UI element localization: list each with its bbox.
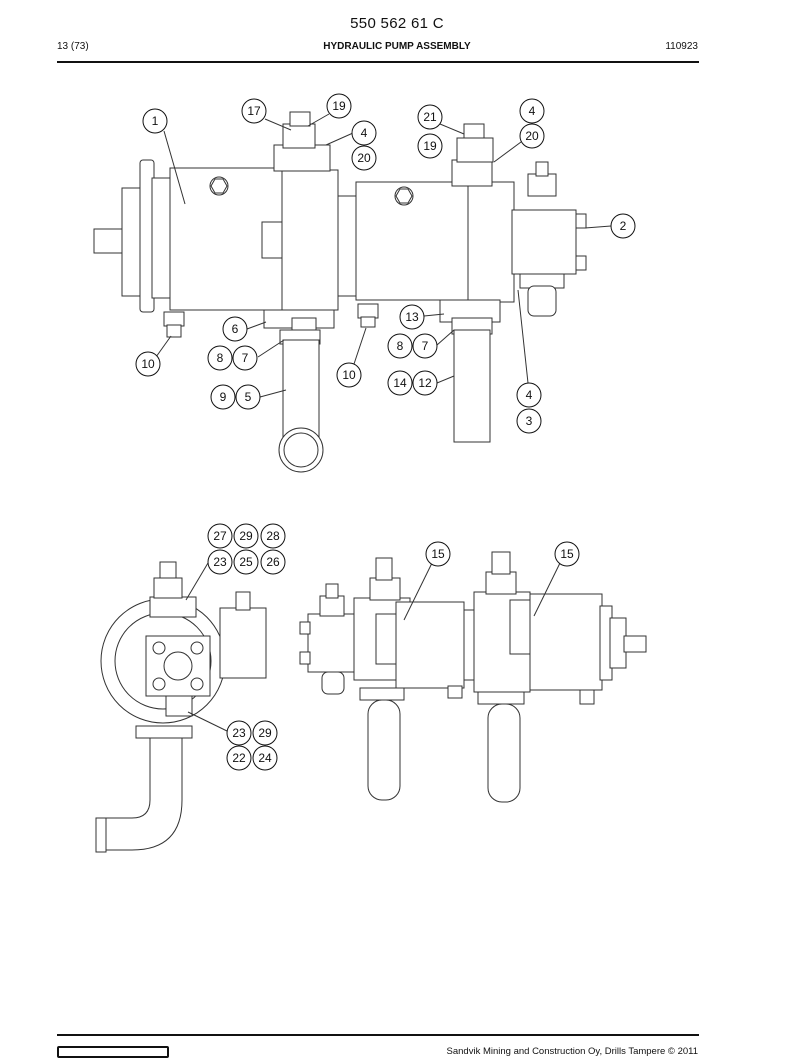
svg-text:10: 10: [141, 357, 155, 371]
svg-text:10: 10: [342, 368, 356, 382]
callout-15: 15: [554, 541, 580, 567]
svg-text:2: 2: [620, 219, 627, 233]
svg-text:15: 15: [560, 547, 574, 561]
callout-25: 25: [233, 549, 259, 575]
svg-text:7: 7: [242, 351, 249, 365]
callout-20: 20: [519, 123, 545, 149]
svg-text:5: 5: [245, 390, 252, 404]
svg-text:29: 29: [239, 529, 253, 543]
callout-23: 23: [226, 720, 252, 746]
svg-text:4: 4: [526, 388, 533, 402]
bottom-side-view: [299, 551, 647, 803]
bottom-right-leader-lines: [403, 562, 561, 621]
svg-text:12: 12: [418, 376, 432, 390]
callout-8: 8: [387, 333, 413, 359]
callout-7: 7: [232, 345, 258, 371]
svg-text:13: 13: [405, 310, 419, 324]
callout-17: 17: [241, 98, 267, 124]
callout-5: 5: [235, 384, 261, 410]
bottom-end-view: [95, 561, 267, 853]
svg-text:25: 25: [239, 555, 253, 569]
callout-12: 12: [412, 370, 438, 396]
callout-28: 28: [260, 523, 286, 549]
svg-text:17: 17: [247, 104, 261, 118]
callout-26: 26: [260, 549, 286, 575]
svg-text:22: 22: [232, 751, 246, 765]
svg-text:6: 6: [232, 322, 239, 336]
callout-4: 4: [519, 98, 545, 124]
svg-text:4: 4: [361, 126, 368, 140]
callout-7: 7: [412, 333, 438, 359]
svg-text:8: 8: [397, 339, 404, 353]
callout-4: 4: [351, 120, 377, 146]
callout-3: 3: [516, 408, 542, 434]
callout-21: 21: [417, 104, 443, 130]
footer-rule: [57, 1034, 699, 1036]
svg-text:4: 4: [529, 104, 536, 118]
svg-text:21: 21: [423, 110, 437, 124]
callout-19: 19: [417, 133, 443, 159]
callout-10: 10: [336, 362, 362, 388]
callout-9: 9: [210, 384, 236, 410]
callout-1: 1: [142, 108, 168, 134]
callout-8: 8: [207, 345, 233, 371]
callout-29: 29: [233, 523, 259, 549]
callout-14: 14: [387, 370, 413, 396]
svg-text:15: 15: [431, 547, 445, 561]
callout-15: 15: [425, 541, 451, 567]
callout-22: 22: [226, 745, 252, 771]
copyright-text: Sandvik Mining and Construction Oy, Dril…: [446, 1046, 698, 1057]
svg-text:27: 27: [213, 529, 227, 543]
header-rule: [57, 61, 699, 63]
svg-text:7: 7: [422, 339, 429, 353]
callout-27: 27: [207, 523, 233, 549]
callout-2: 2: [610, 213, 636, 239]
svg-text:19: 19: [332, 99, 346, 113]
document-number: 550 562 61 C: [350, 15, 444, 32]
callout-6: 6: [222, 316, 248, 342]
callout-4: 4: [516, 382, 542, 408]
top-side-view: [93, 111, 587, 473]
page-title: HYDRAULIC PUMP ASSEMBLY: [323, 41, 471, 52]
page-number: 13 (73): [57, 41, 89, 52]
callout-24: 24: [252, 745, 278, 771]
callout-23: 23: [207, 549, 233, 575]
callout-20: 20: [351, 145, 377, 171]
sandvik-logo: [57, 1046, 169, 1058]
callout-13: 13: [399, 304, 425, 330]
svg-text:14: 14: [393, 376, 407, 390]
svg-text:28: 28: [266, 529, 280, 543]
top-leader-lines: [155, 113, 612, 398]
document-code: 110923: [665, 41, 698, 52]
svg-text:8: 8: [217, 351, 224, 365]
svg-text:23: 23: [232, 726, 246, 740]
svg-text:23: 23: [213, 555, 227, 569]
callout-29: 29: [252, 720, 278, 746]
svg-text:3: 3: [526, 414, 533, 428]
svg-text:20: 20: [357, 151, 371, 165]
svg-text:24: 24: [258, 751, 272, 765]
svg-text:26: 26: [266, 555, 280, 569]
svg-text:9: 9: [220, 390, 227, 404]
bottom-left-leader-lines: [185, 562, 228, 732]
svg-text:29: 29: [258, 726, 272, 740]
svg-text:19: 19: [423, 139, 437, 153]
svg-text:20: 20: [525, 129, 539, 143]
callout-10: 10: [135, 351, 161, 377]
svg-text:1: 1: [152, 114, 159, 128]
callout-19: 19: [326, 93, 352, 119]
